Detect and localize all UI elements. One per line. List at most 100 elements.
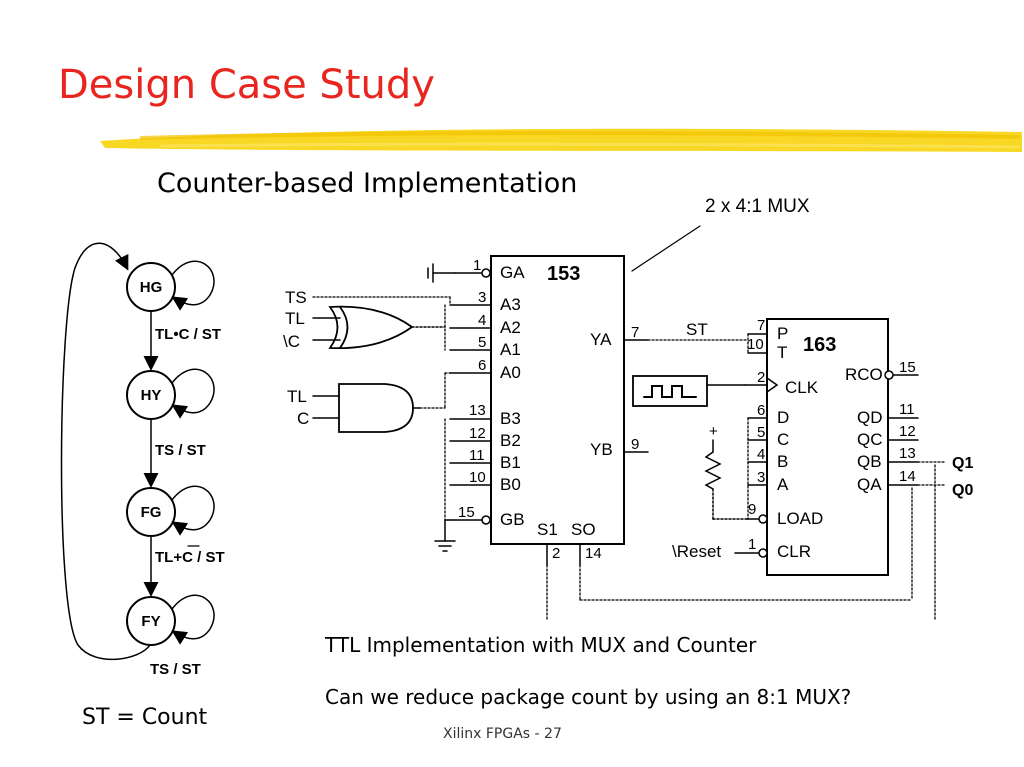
counter-pinnum-clr: 1	[748, 536, 756, 553]
mux-pin-a1: A1	[500, 340, 521, 359]
transition-label-hy-fg: TS / ST	[155, 442, 206, 459]
counter-pin-c: C	[777, 430, 789, 449]
counter-pinnum-qc: 12	[899, 423, 916, 440]
pullup-resistor	[704, 439, 746, 520]
counter-pinnum-clk: 2	[757, 369, 765, 386]
counter-pinnum-b: 4	[757, 446, 765, 463]
counter-pinnum-qa: 14	[899, 468, 916, 485]
mux-body	[490, 255, 625, 545]
state-hg-label: HG	[140, 279, 163, 296]
mux-pin-gb: GB	[500, 510, 525, 529]
mux-153: 153 GA A3 A2 A1 A0 B3 B2 B1 B0 GB YA YB …	[449, 196, 810, 566]
mux-pinnum-b3: 13	[469, 402, 486, 419]
counter-pin-qa: QA	[857, 475, 882, 494]
counter-pin-load: LOAD	[777, 509, 823, 528]
mux-pinnum-b1: 11	[469, 447, 485, 464]
transition-label-fg-fy: TL+C / ST	[155, 549, 225, 566]
caption-question: Can we reduce package count by using an …	[325, 685, 852, 709]
or-input-tl: TL	[285, 309, 305, 328]
counter-pinnum-c: 5	[757, 424, 765, 441]
q0-label: Q0	[952, 482, 973, 499]
slide-title: Design Case Study	[58, 62, 435, 108]
counter-pinnum-p: 7	[757, 317, 765, 334]
state-fg-label: FG	[141, 504, 162, 521]
slide-footer: Xilinx FPGAs - 27	[443, 726, 562, 742]
clock-source	[632, 375, 708, 407]
mux-pin-a0: A0	[500, 363, 521, 382]
mux-pinnum-a2: 4	[478, 312, 486, 329]
q1-label: Q1	[952, 455, 973, 472]
counter-pinnum-d: 6	[757, 402, 765, 419]
resistor-plus-label: +	[709, 423, 718, 440]
reset-label: \Reset	[672, 542, 721, 561]
mux-pin-b0: B0	[500, 475, 521, 494]
counter-pin-rco: RCO	[845, 365, 883, 384]
ga-bubble	[481, 268, 491, 278]
counter-163: 163 P T CLK D C B A LOAD CLR RCO QD QC Q…	[734, 317, 919, 576]
self-loop-fg	[171, 485, 215, 536]
counter-pinnum-qd: 11	[899, 401, 915, 418]
mux-pinnum-b0: 10	[469, 469, 486, 486]
clr-bubble	[758, 548, 768, 558]
mux-pin-so: SO	[571, 520, 596, 539]
transition-fy-hg	[60, 242, 151, 661]
counter-pinnum-t: 10	[747, 336, 764, 353]
counter-pinnum-load: 9	[748, 501, 756, 518]
counter-pin-qd: QD	[857, 408, 883, 427]
mux-pin-b2: B2	[500, 431, 521, 450]
mux-pinnum-so: 14	[585, 545, 602, 562]
mux-pin-a2: A2	[500, 318, 521, 337]
mux-callout-label: 2 x 4:1 MUX	[705, 196, 810, 217]
load-bubble	[758, 514, 768, 524]
counter-pin-t: T	[777, 343, 787, 362]
and-input-tl: TL	[287, 387, 307, 406]
mux-pinnum-ya: 7	[631, 324, 639, 341]
self-loop-hg	[171, 260, 215, 311]
or-input-ts: TS	[285, 288, 307, 307]
caption-implementation: TTL Implementation with MUX and Counter	[325, 633, 757, 657]
counter-pin-qc: QC	[857, 430, 883, 449]
gb-bubble	[481, 515, 491, 525]
state-fy	[126, 596, 176, 646]
mux-pin-b3: B3	[500, 409, 521, 428]
mux-callout-line	[631, 225, 701, 272]
mux-pin-a3: A3	[500, 295, 521, 314]
mux-pinnum-a3: 3	[478, 289, 486, 306]
and-gate	[338, 383, 414, 433]
rco-bubble	[884, 370, 894, 380]
clk-triangle	[766, 377, 779, 393]
pt-dotted-join	[744, 333, 749, 520]
transition-label-hg-hy: TL•C / ST	[155, 326, 221, 343]
mux-pin-yb: YB	[590, 440, 613, 459]
counter-pin-clk: CLK	[785, 378, 819, 397]
or-gate	[328, 305, 414, 350]
mux-pin-ya: YA	[590, 330, 612, 349]
counter-pin-a: A	[777, 475, 789, 494]
mux-pinnum-a0: 6	[478, 357, 486, 374]
mux-pinnum-ga: 1	[473, 257, 481, 274]
mux-pin-b1: B1	[500, 453, 521, 472]
fg-fy-label-c: / ST	[193, 549, 225, 566]
counter-pinnum-rco: 15	[899, 359, 916, 376]
counter-pin-p: P	[777, 324, 788, 343]
counter-pinnum-a: 3	[757, 469, 765, 486]
state-hy-label: HY	[141, 387, 162, 404]
self-loop-hy	[171, 368, 215, 419]
counter-pin-d: D	[777, 408, 789, 427]
counter-body	[766, 318, 889, 576]
output-dotted-wiring	[546, 461, 946, 621]
mux-pinnum-b2: 12	[469, 425, 486, 442]
mux-pinnum-a1: 5	[478, 334, 486, 351]
fg-fy-label-a: TL+	[155, 549, 182, 566]
counter-pin-qb: QB	[857, 452, 882, 471]
counter-name: 163	[803, 334, 836, 356]
slide-subtitle: Counter-based Implementation	[157, 168, 578, 199]
counter-pin-clr: CLR	[777, 542, 811, 561]
transition-label-fy-hg: TS / ST	[150, 661, 201, 678]
mux-pinnum-gb: 15	[458, 504, 475, 521]
mux-pin-ga: GA	[500, 263, 525, 282]
counter-pinnum-qb: 13	[899, 445, 916, 462]
